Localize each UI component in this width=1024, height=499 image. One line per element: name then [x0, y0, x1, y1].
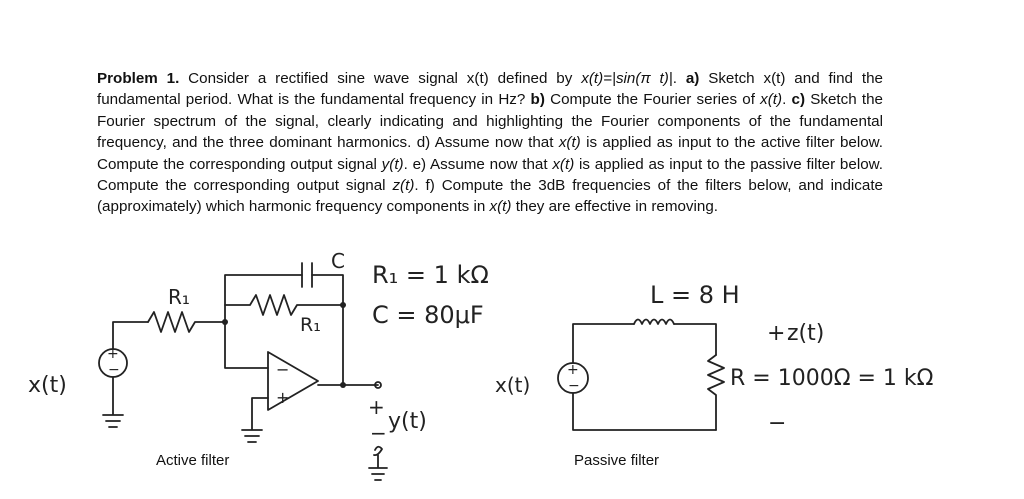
- problem-text-2: .: [672, 70, 686, 87]
- problem-text-3: Sketch x(t) and find the fundamental per…: [97, 70, 883, 109]
- passive-filter-caption: Passive filter: [574, 452, 660, 469]
- passive-top-right-wire: [673, 323, 717, 356]
- active-filter-circuit: + − x(t) R₁ C R₁ −: [28, 249, 489, 481]
- active-input-resistor-label: R₁: [168, 285, 190, 309]
- part-b-label: b): [530, 91, 545, 109]
- active-r-value: R₁ = 1 kΩ: [372, 261, 489, 289]
- active-cap-wire-left: [224, 274, 303, 323]
- active-input-wire: [112, 321, 149, 350]
- opamp-ground: [241, 397, 269, 443]
- active-input-resistor: [147, 311, 226, 333]
- active-input-label: x(t): [28, 373, 67, 398]
- problem-text-5: .: [782, 91, 792, 109]
- problem-text-6: Sketch the Fourier spectrum of the signa…: [97, 91, 884, 152]
- active-output-terminal: [374, 381, 382, 389]
- part-c-label: c): [791, 91, 806, 109]
- active-source-minus: −: [108, 362, 120, 378]
- problem-text-4: Compute the Fourier series of: [544, 91, 761, 109]
- active-node-output: [340, 382, 346, 388]
- opamp-minus-sign: −: [276, 360, 289, 379]
- active-source-plus: +: [107, 346, 119, 362]
- passive-input-label: x(t): [495, 373, 530, 397]
- signal-formula: x(t)=|sin(π t)|: [581, 70, 673, 87]
- active-inverting-wire: [224, 321, 269, 369]
- active-output-label: y(t): [388, 409, 427, 434]
- problem-text-8: . e) Assume now that: [403, 155, 553, 173]
- passive-r-value: R = 1000Ω = 1 kΩ: [730, 366, 933, 391]
- passive-output-minus: −: [768, 411, 786, 436]
- active-filter-caption: Active filter: [156, 452, 230, 469]
- passive-filter-circuit: x(t) + − L = 8 H + z(t) R = 1000Ω = 1 kΩ…: [495, 281, 933, 436]
- passive-output-label: z(t): [787, 321, 824, 346]
- active-output-minus: −: [370, 421, 387, 445]
- signal-xt: x(t): [558, 134, 581, 152]
- passive-resistor: [707, 354, 725, 431]
- formula-pi: π: [640, 70, 651, 87]
- problem-text-9: is applied as input to the passive filte…: [97, 155, 883, 195]
- signal-yt: y(t): [381, 155, 404, 173]
- passive-bottom-wire: [572, 392, 717, 431]
- active-output-plus: +: [368, 395, 385, 419]
- active-feedback-resistor-label: R₁: [300, 314, 321, 336]
- problem-text-11: they are effective in removing.: [511, 198, 719, 216]
- problem-heading: Problem 1.: [97, 70, 180, 87]
- passive-top-left-wire: [572, 323, 635, 364]
- problem-statement: Problem 1. Consider a rectified sine wav…: [97, 68, 883, 218]
- signal-xt: x(t): [489, 198, 512, 216]
- active-capacitor-label: C: [331, 249, 345, 273]
- opamp-plus-sign: +: [276, 388, 289, 407]
- formula-prefix: x(t)=|sin(: [581, 70, 641, 87]
- signal-zt: z(t): [392, 177, 415, 195]
- passive-l-value: L = 8 H: [650, 281, 740, 309]
- active-source-ground: [102, 376, 124, 428]
- active-output-ground: [368, 445, 388, 481]
- passive-voltage-source: + −: [557, 362, 589, 394]
- active-cap-wire-right: [311, 274, 344, 386]
- passive-source-minus: −: [568, 378, 580, 394]
- active-c-value: C = 80μF: [372, 301, 484, 329]
- active-voltage-source: + −: [98, 346, 128, 378]
- passive-output-label-plus: +: [767, 321, 785, 346]
- active-feedback-capacitor: [301, 262, 313, 288]
- problem-text-1: Consider a rectified sine wave signal x(…: [179, 70, 582, 87]
- passive-inductor: [633, 318, 675, 325]
- problem-text-7: is applied as input to the active filter…: [97, 134, 884, 173]
- passive-source-plus: +: [567, 362, 579, 378]
- opamp-triangle: [267, 351, 319, 411]
- signal-xt: x(t): [552, 155, 575, 173]
- problem-text-10: . f) Compute the 3dB frequencies of the …: [97, 177, 883, 216]
- active-node-feedback: [340, 302, 346, 308]
- active-feedback-resistor: [224, 294, 344, 316]
- formula-suffix: t)|: [650, 70, 673, 87]
- part-a-label: a): [685, 70, 700, 87]
- signal-xt: x(t): [760, 91, 783, 109]
